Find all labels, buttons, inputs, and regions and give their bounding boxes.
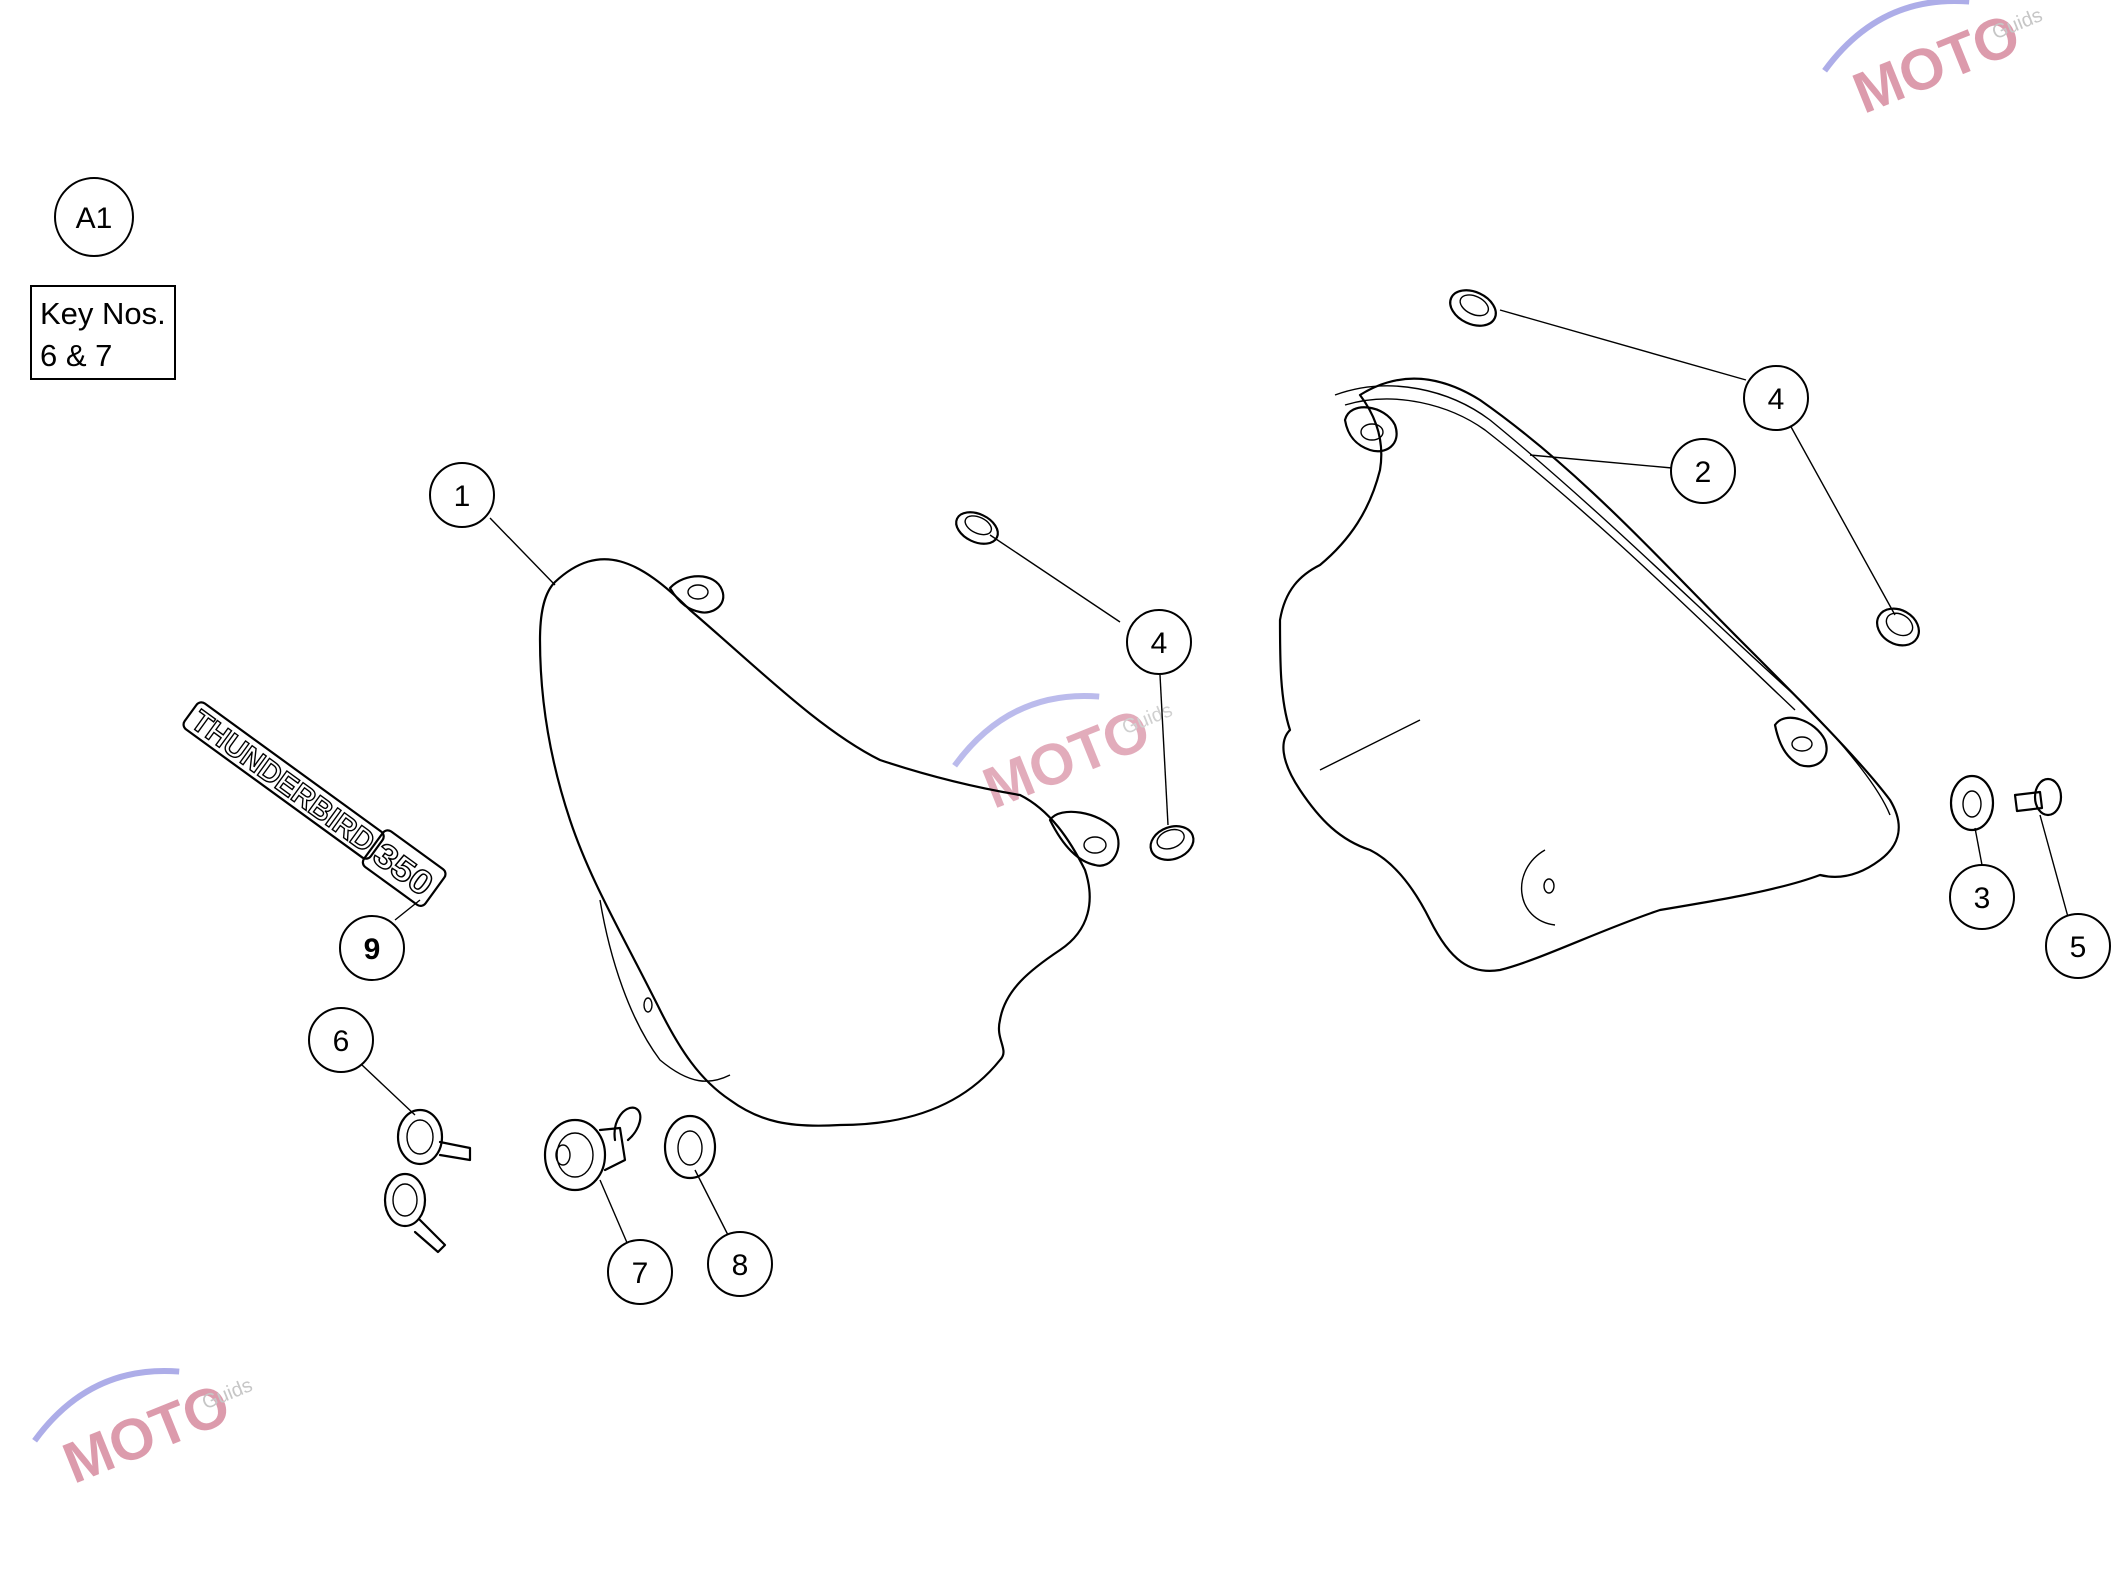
svg-text:9: 9 [364, 933, 381, 966]
washer [1949, 774, 1995, 832]
watermark-logo-bottom-left: MOTO Guids [32, 1367, 256, 1496]
grommet-c [1449, 289, 1497, 327]
badge-text: THUNDERBIRD [185, 704, 381, 859]
svg-text:A1: A1 [76, 202, 113, 235]
callout-3: 3 [1949, 864, 2015, 930]
lock-washer [663, 1114, 717, 1180]
key-note-line-2: 6 & 7 [40, 338, 113, 373]
grommet-d [1876, 607, 1920, 647]
grommet-b [1149, 825, 1195, 861]
thunderbird-350-badge: THUNDERBIRD 350 [182, 701, 447, 907]
callout-6: 6 [308, 1007, 374, 1073]
keys [383, 1108, 472, 1254]
svg-text:3: 3 [1974, 882, 1991, 915]
callout-8: 8 [707, 1231, 773, 1297]
left-side-panel [538, 558, 1120, 1127]
screw [2013, 777, 2063, 817]
svg-text:8: 8 [732, 1249, 749, 1282]
key-note-box: Key Nos. 6 & 7 [30, 285, 176, 380]
callout-9: 9 [339, 915, 405, 981]
callout-4-left: 4 [1126, 609, 1192, 675]
svg-text:1: 1 [454, 480, 471, 513]
svg-text:4: 4 [1151, 627, 1168, 660]
svg-text:6: 6 [333, 1025, 350, 1058]
lock-barrel [543, 1106, 642, 1192]
grommet-a [955, 511, 999, 545]
callout-4-right: 4 [1743, 365, 1809, 431]
callout-1: 1 [429, 462, 495, 528]
watermark-logo-top-right: MOTO Guids [1822, 0, 2046, 126]
callout-7: 7 [607, 1239, 673, 1305]
leader-lines [361, 309, 2069, 1246]
callout-group-a1: A1 [54, 177, 134, 257]
svg-text:2: 2 [1695, 456, 1712, 489]
callout-2: 2 [1670, 438, 1736, 504]
svg-text:7: 7 [632, 1257, 649, 1290]
right-side-panel [1278, 377, 1900, 972]
svg-text:4: 4 [1768, 383, 1785, 416]
key-note-line-1: Key Nos. [40, 296, 166, 331]
svg-text:5: 5 [2070, 931, 2087, 964]
watermark-logo-center: MOTO Guids [952, 692, 1176, 821]
callout-5: 5 [2045, 913, 2111, 979]
